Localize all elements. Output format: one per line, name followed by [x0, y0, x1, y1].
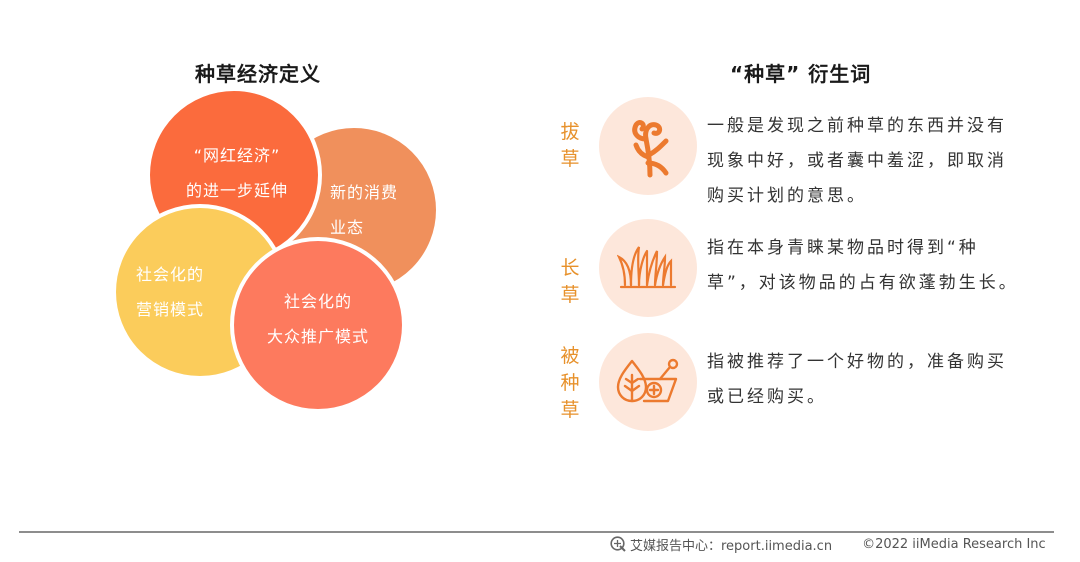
- grass-icon: [617, 246, 677, 289]
- term-description: 指被推荐了一个好物的，准备购买 或已经购买。: [707, 345, 1027, 415]
- term-description: 指在本身青睐某物品时得到“种 草”，对该物品的占有欲蓬勃生长。: [707, 231, 1027, 301]
- term-row-planted: 被 种 草 指被推荐了一个好物的，准备购买 或已经购买。: [540, 333, 1040, 433]
- term-row-uproot: 拔 草 一般是发现之前种草的东西并没有 现象中好，或者囊中羞涩，即取消 购买计划…: [540, 97, 1040, 206]
- footer-divider: [19, 531, 1054, 533]
- term-label-char: 草: [560, 399, 580, 421]
- term-row-grow: 长 草 指在本身青睐某物品时得到“种 草”，对该物品的占有欲蓬勃生长。: [540, 219, 1040, 319]
- term-label: 被 种 草: [558, 343, 582, 424]
- term-description: 一般是发现之前种草的东西并没有 现象中好，或者囊中羞涩，即取消 购买计划的意思。: [707, 109, 1027, 214]
- term-label-char: 草: [560, 284, 580, 306]
- icon-circle: [599, 219, 697, 317]
- footer-source: 艾媒报告中心：report.iimedia.cn: [630, 538, 833, 554]
- circle-text-line: 新的消费: [330, 183, 399, 202]
- term-label-char: 种: [560, 372, 580, 394]
- circle-text-line: “网红经济”: [193, 146, 281, 165]
- icon-circle: [599, 97, 697, 195]
- description-line: 一般是发现之前种草的东西并没有: [707, 116, 1007, 136]
- description-line: 指被推荐了一个好物的，准备购买: [707, 352, 1007, 372]
- globe-icon: [610, 536, 626, 552]
- circle-mass-promotion: 社会化的 大众推广模式: [230, 237, 406, 413]
- circle-text-line: 业态: [330, 218, 365, 237]
- footer: 艾媒报告中心：report.iimedia.cn ©2022 iiMedia R…: [610, 534, 1046, 554]
- leaf-mortar-icon: [616, 358, 679, 403]
- term-label: 长 草: [558, 255, 582, 309]
- circle-text-line: 社会化的: [283, 292, 352, 311]
- circle-text-line: 营销模式: [136, 300, 205, 319]
- circle-text-line: 大众推广模式: [266, 327, 369, 346]
- term-label-char: 被: [560, 345, 580, 367]
- term-label-char: 草: [560, 148, 580, 170]
- icon-circle: [599, 333, 697, 431]
- description-line: 草”，对该物品的占有欲蓬勃生长。: [707, 273, 1019, 293]
- footer-copyright: ©2022 iiMedia Research Inc: [862, 536, 1046, 552]
- term-label-char: 拔: [560, 121, 580, 143]
- derivatives-title: “种草” 衍生词: [730, 62, 872, 86]
- circle-text-line: 的进一步延伸: [185, 181, 288, 200]
- description-line: 购买计划的意思。: [707, 186, 867, 206]
- description-line: 或已经购买。: [707, 387, 827, 407]
- uprooted-plant-icon: [632, 120, 669, 178]
- description-line: 指在本身青睐某物品时得到“种: [707, 238, 979, 258]
- term-label: 拔 草: [558, 119, 582, 173]
- definition-title: 种草经济定义: [195, 62, 321, 86]
- description-line: 现象中好，或者囊中羞涩，即取消: [707, 151, 1007, 171]
- circle-text-line: 社会化的: [136, 265, 205, 284]
- term-label-char: 长: [560, 257, 580, 279]
